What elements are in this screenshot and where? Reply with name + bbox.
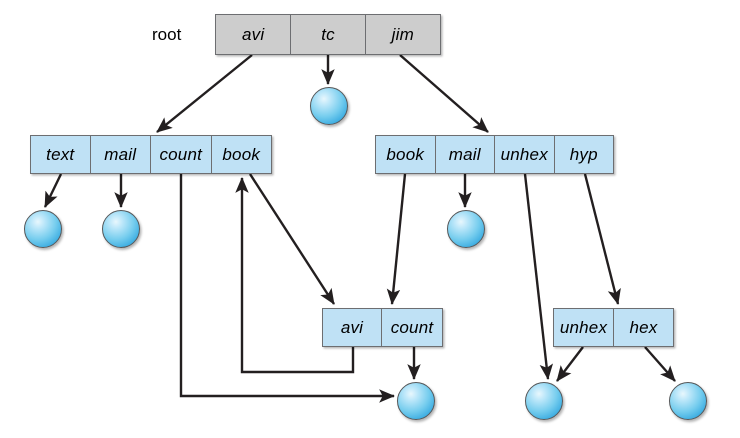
root-label: root: [152, 25, 182, 44]
sphere-mail-left: [102, 210, 140, 248]
cell-avi-count-bucket-count: count: [382, 309, 442, 346]
sphere-mail-right: [447, 210, 485, 248]
cell-avi-count-bucket-avi: avi: [323, 309, 383, 346]
cell-left-bucket-count: count: [151, 136, 212, 173]
cell-right-bucket-mail: mail: [435, 136, 495, 173]
edge-book-left-to-avi-count: [248, 173, 336, 305]
edge-text-to-sphere: [43, 173, 63, 208]
cell-right-bucket-hyp: hyp: [554, 136, 613, 173]
cell-left-bucket-mail: mail: [90, 136, 151, 173]
edge-book-right-to-avi-count: [386, 173, 407, 305]
cell-unhex-hex-bucket-hex: hex: [614, 309, 673, 346]
edge-unhex-right-to-sphere: [523, 173, 554, 380]
cell-left-bucket-text: text: [31, 136, 91, 173]
sphere-hex: [669, 382, 707, 420]
edge-root-avi-to-left-bucket: [156, 54, 253, 133]
sphere-count-avi: [397, 382, 435, 420]
sphere-text: [24, 210, 62, 248]
cell-left-bucket-book: book: [211, 136, 271, 173]
edge-count-left-to-sphere: [179, 174, 395, 403]
cell-root-avi: avi: [216, 15, 292, 54]
sphere-tc: [310, 87, 348, 125]
edge-hyp-to-unhex-hex: [583, 173, 621, 305]
edge-avi-cell-to-book-left: [235, 177, 355, 374]
cell-root-jim: jim: [365, 15, 440, 54]
sphere-unhex: [525, 382, 563, 420]
cell-right-bucket-book: book: [376, 136, 436, 173]
cell-right-bucket-unhex: unhex: [495, 136, 555, 173]
edge-root-jim-to-right-bucket: [399, 54, 489, 133]
edge-unhex-cell-to-sphere: [556, 346, 584, 382]
cell-unhex-hex-bucket-unhex: unhex: [554, 309, 614, 346]
edge-hex-cell-to-sphere: [644, 346, 676, 382]
cell-root-tc: tc: [291, 15, 366, 54]
